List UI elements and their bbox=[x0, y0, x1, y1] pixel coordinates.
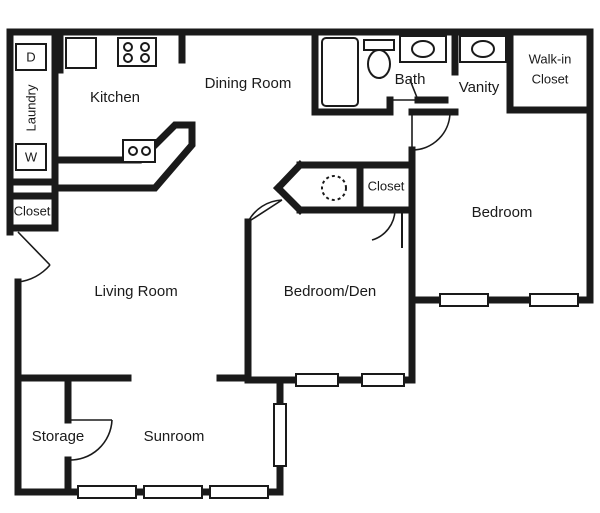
label-storage: Storage bbox=[32, 428, 85, 445]
bath-fixtures bbox=[321, 35, 507, 107]
window-icon bbox=[295, 373, 339, 387]
dryer-icon bbox=[15, 43, 47, 71]
window-icon bbox=[361, 373, 405, 387]
windows bbox=[77, 293, 579, 499]
label-sunroom: Sunroom bbox=[144, 428, 205, 445]
stove-icon bbox=[117, 37, 157, 67]
window-icon bbox=[529, 293, 579, 307]
window-icon bbox=[77, 485, 137, 499]
label-walkin-closet-line2: Closet bbox=[532, 71, 569, 86]
window-icon bbox=[439, 293, 489, 307]
label-vanity: Vanity bbox=[459, 79, 500, 96]
door-bath-icon bbox=[390, 79, 419, 101]
room-labels: Kitchen Dining Room Bath Vanity Walk-in … bbox=[14, 51, 572, 445]
window-icon bbox=[143, 485, 203, 499]
refrigerator-icon bbox=[65, 37, 97, 69]
water-heater-icon bbox=[321, 175, 347, 201]
door-closet-icon bbox=[360, 209, 396, 241]
window-icon bbox=[209, 485, 269, 499]
dryer-label: D bbox=[26, 49, 35, 64]
label-closet-left: Closet bbox=[14, 203, 51, 218]
toilet-icon bbox=[367, 49, 391, 79]
label-dining-room: Dining Room bbox=[205, 75, 292, 92]
sink-vanity-icon bbox=[459, 35, 507, 63]
window-icon bbox=[273, 403, 287, 467]
door-den-icon bbox=[247, 199, 283, 223]
door-storage-icon bbox=[67, 419, 113, 461]
door-bedroom-icon bbox=[411, 111, 451, 151]
interior-walls bbox=[6, 28, 594, 496]
label-kitchen: Kitchen bbox=[90, 89, 140, 106]
label-laundry: Laundry bbox=[23, 84, 38, 131]
label-bedroom-den: Bedroom/Den bbox=[284, 283, 377, 300]
sink-bath-icon bbox=[399, 35, 447, 63]
label-walkin-closet-line1: Walk-in bbox=[529, 51, 572, 66]
bathtub-icon bbox=[321, 37, 359, 107]
label-bath: Bath bbox=[395, 71, 426, 88]
kitchen-sink-icon bbox=[122, 139, 156, 163]
door-entry-icon bbox=[17, 231, 51, 283]
label-closet-center: Closet bbox=[368, 178, 405, 193]
label-living-room: Living Room bbox=[94, 283, 177, 300]
doors bbox=[17, 79, 451, 461]
toilet-tank-icon bbox=[363, 39, 395, 51]
washer-label: W bbox=[25, 149, 38, 164]
laundry-appliances: D W bbox=[15, 43, 47, 171]
washer-icon bbox=[15, 143, 47, 171]
kitchen-appliances bbox=[65, 37, 157, 69]
kitchen-counter bbox=[56, 121, 196, 192]
label-bedroom: Bedroom bbox=[472, 204, 533, 221]
